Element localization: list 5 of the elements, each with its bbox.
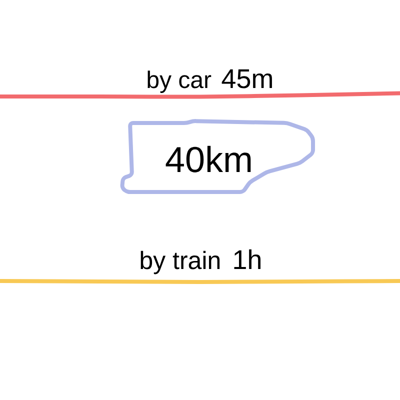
route-label: 45m <box>222 69 272 88</box>
sketched-box: 40km <box>120 119 315 194</box>
route-label: by car <box>148 70 212 93</box>
route-label: by train <box>140 250 220 274</box>
route-label: 1h <box>234 249 260 269</box>
